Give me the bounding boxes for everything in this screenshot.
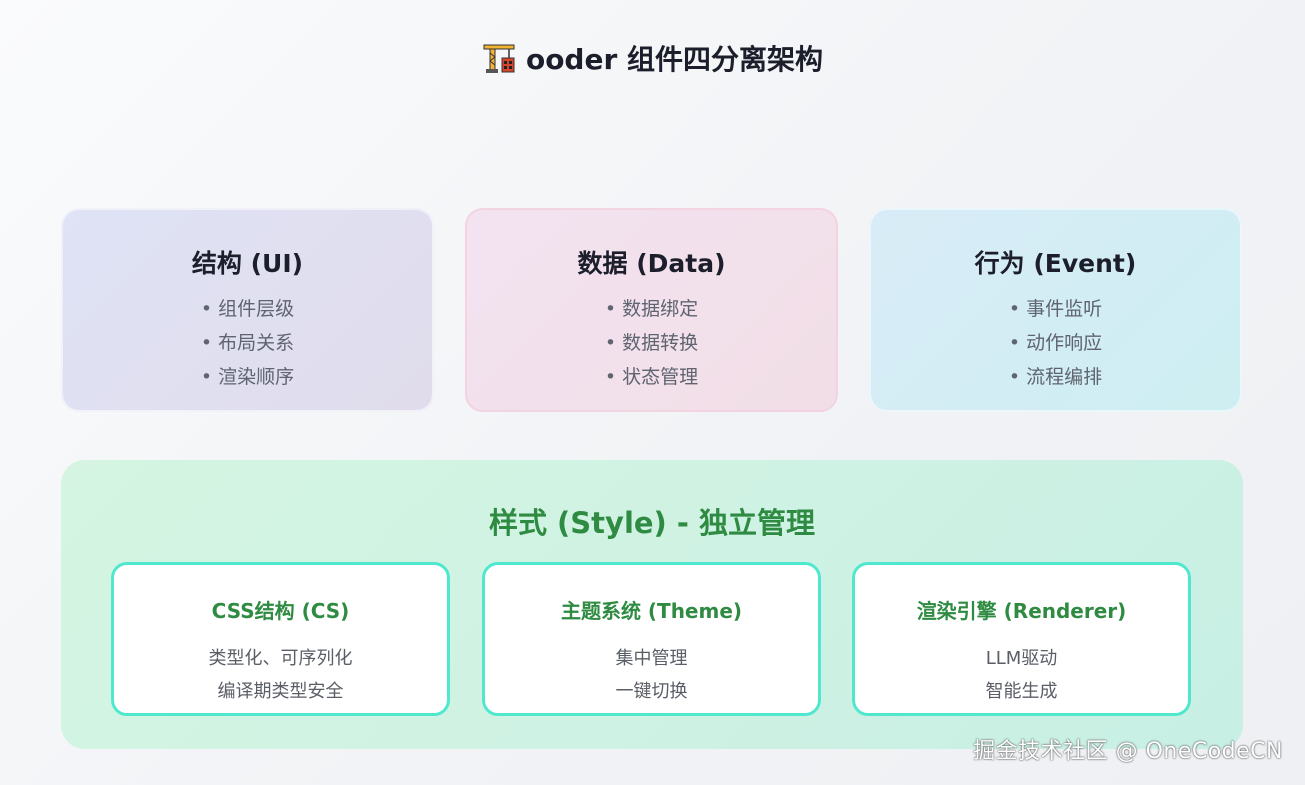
list-item: •流程编排 [1008, 366, 1103, 388]
card-data: 数据 (Data) •数据绑定 •数据转换 •状态管理 [465, 208, 838, 412]
bullet-icon: • [200, 332, 213, 354]
box-line: 集中管理 [615, 648, 688, 669]
card-heading: 数据 (Data) [577, 249, 726, 278]
card-event: 行为 (Event) •事件监听 •动作响应 •流程编排 [869, 208, 1242, 412]
list-item: •事件监听 [1008, 298, 1103, 320]
bullet-icon: • [604, 332, 617, 354]
page-title: ooder 组件四分离架构 [0, 38, 1305, 78]
render-engine-box: 渲染引擎 (Renderer) LLM驱动 智能生成 [852, 562, 1191, 716]
card-heading: 结构 (UI) [191, 249, 304, 278]
card-structure-ui: 结构 (UI) •组件层级 •布局关系 •渲染顺序 [61, 208, 434, 412]
bullet-icon: • [604, 366, 617, 388]
bullet-icon: • [1008, 366, 1021, 388]
list-item: •动作响应 [1008, 332, 1103, 354]
box-line: 编译期类型安全 [217, 681, 344, 702]
box-heading: 渲染引擎 (Renderer) [916, 599, 1127, 623]
card-heading: 行为 (Event) [974, 249, 1137, 278]
box-heading: CSS结构 (CS) [211, 599, 350, 623]
bullet-icon: • [1008, 298, 1021, 320]
page-title-text: ooder 组件四分离架构 [525, 43, 824, 76]
css-structure-box: CSS结构 (CS) 类型化、可序列化 编译期类型安全 [111, 562, 450, 716]
list-item: •数据转换 [604, 332, 699, 354]
bullet-icon: • [200, 298, 213, 320]
box-line: 类型化、可序列化 [208, 648, 353, 669]
box-heading: 主题系统 (Theme) [560, 599, 743, 623]
bullet-icon: • [200, 366, 213, 388]
watermark: 掘金技术社区 @ OneCodeCN [973, 739, 1283, 764]
box-line: 一键切换 [615, 681, 688, 702]
theme-system-box: 主题系统 (Theme) 集中管理 一键切换 [482, 562, 821, 716]
list-item: •布局关系 [200, 332, 295, 354]
box-line: LLM驱动 [985, 648, 1058, 669]
construction-crane-icon [482, 41, 516, 75]
style-section-heading: 样式 (Style) - 独立管理 [488, 506, 816, 540]
list-item: •组件层级 [200, 298, 295, 320]
bullet-icon: • [1008, 332, 1021, 354]
list-item: •数据绑定 [604, 298, 699, 320]
bullet-icon: • [604, 298, 617, 320]
box-line: 智能生成 [985, 681, 1058, 702]
style-section: 样式 (Style) - 独立管理 CSS结构 (CS) 类型化、可序列化 编译… [61, 460, 1243, 749]
list-item: •状态管理 [604, 366, 699, 388]
list-item: •渲染顺序 [200, 366, 295, 388]
